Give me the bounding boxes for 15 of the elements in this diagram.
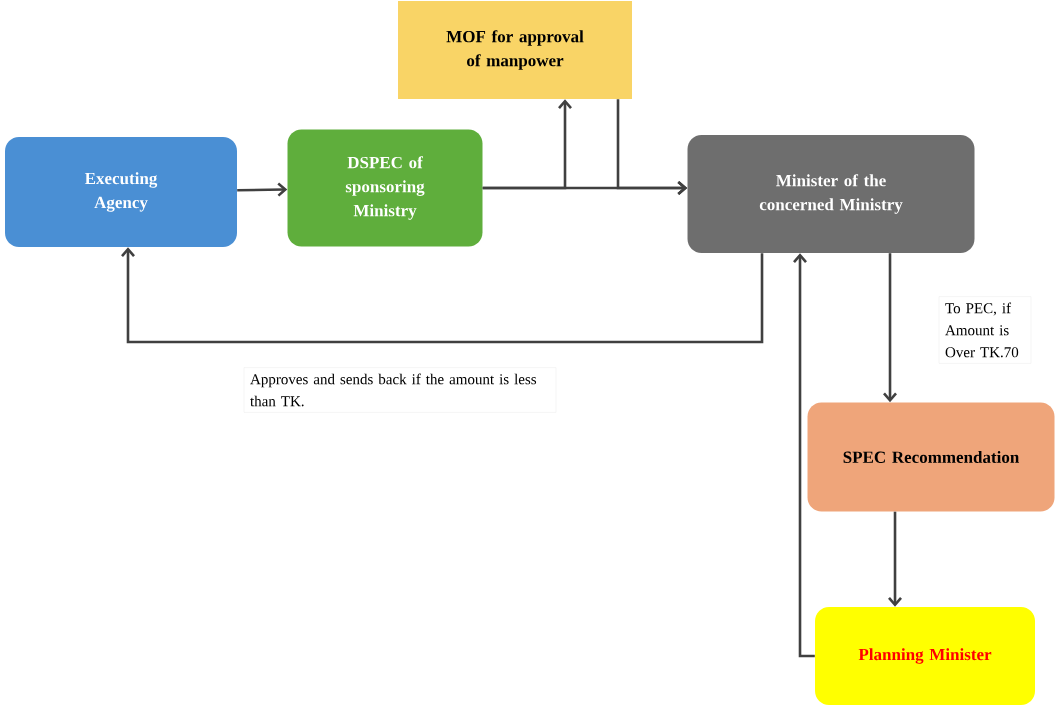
- edge-label: Approves and sends back if the amount is less than TK.: [243, 367, 557, 413]
- arrow: [237, 182, 288, 197]
- process-box: MOF for approval of manpower: [398, 1, 632, 99]
- process-box: Executing Agency: [5, 137, 237, 247]
- arrow: [616, 99, 688, 195]
- process-box: Minister of the concerned Ministry: [687, 135, 975, 253]
- process-box: Planning Minister: [815, 607, 1035, 705]
- arrow: [121, 247, 764, 344]
- arrow: [793, 253, 815, 658]
- arrow: [883, 253, 897, 403]
- process-box: DSPEC of sponsoring Ministry: [287, 129, 483, 247]
- process-box: SPEC Recommendation: [807, 402, 1055, 512]
- arrow: [482, 99, 572, 190]
- arrow: [888, 511, 902, 607]
- edge-label: To PEC, if Amount is Over TK.70: [938, 296, 1032, 364]
